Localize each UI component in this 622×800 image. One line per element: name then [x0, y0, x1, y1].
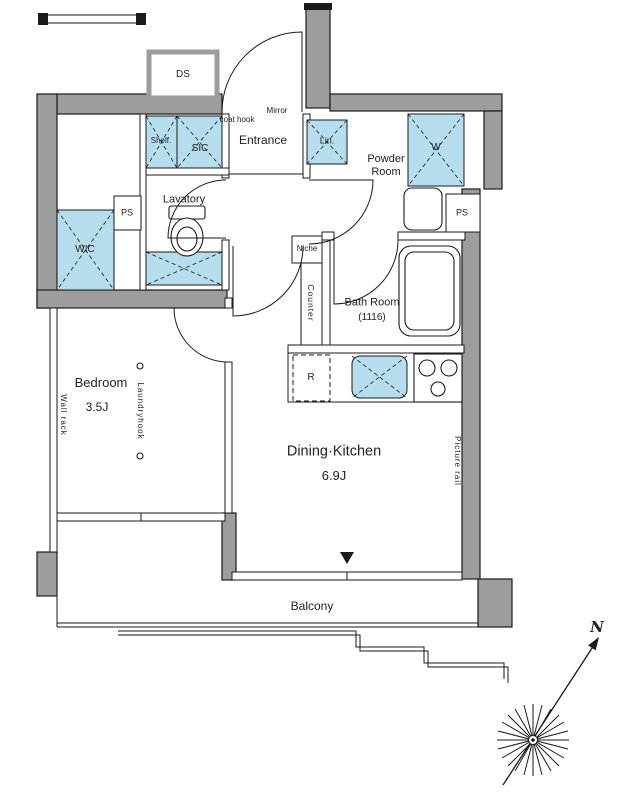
- door-arcs: [167, 31, 399, 363]
- label-coat-hook: coat hook: [219, 115, 255, 125]
- entry-arrow-icon: [340, 552, 354, 564]
- site-boundary-top: [38, 13, 146, 25]
- label-compass-north: N: [590, 618, 604, 636]
- label-ps-lower: PS: [120, 207, 134, 218]
- label-ds: DS: [176, 69, 190, 80]
- bedroom-door-arc: [173, 307, 229, 363]
- north-arrowhead-icon: [588, 637, 599, 651]
- kitchen-counter-outline: [287, 353, 462, 403]
- compass-rose-icon: [497, 641, 597, 786]
- label-bedroom-size: 3.5J: [85, 399, 109, 414]
- label-dining-kitchen-size: 6.9J: [321, 468, 347, 484]
- label-niche: Niche: [296, 244, 318, 254]
- entrance-door-arc: [221, 31, 303, 113]
- hall-door-arc: [232, 245, 304, 317]
- washer-pan-icon: [403, 187, 443, 231]
- lavatory-door-arc: [167, 179, 227, 239]
- label-wic: WIC: [75, 244, 95, 255]
- label-sic: SIC: [191, 143, 209, 154]
- site-boundary-steps: [118, 630, 509, 683]
- label-dining-kitchen: Dining·Kitchen: [286, 443, 382, 460]
- stove-icon: [413, 353, 463, 403]
- label-entrance: Entrance: [238, 132, 288, 147]
- laundry-hook-icons: [136, 362, 144, 460]
- label-picture-rail: Picture rail: [452, 436, 462, 486]
- balcony-outline: [56, 513, 478, 628]
- label-bedroom: Bedroom: [74, 375, 128, 391]
- refrigerator-box: [292, 354, 331, 402]
- outer-walls: [36, 7, 513, 628]
- label-refrigerator: R: [307, 372, 315, 383]
- label-wall-rack: Wall rack: [58, 394, 68, 436]
- bathtub-icon: [398, 245, 461, 337]
- label-washer: W: [431, 142, 441, 153]
- ds-box: [146, 49, 220, 101]
- label-laundry-hook: Laundryhook: [135, 382, 145, 440]
- label-shelf: Shelf.: [150, 136, 172, 146]
- label-mirror: Mirror: [266, 106, 288, 116]
- label-bath-room: Bath Room: [344, 296, 400, 309]
- label-powder-room: Powder Room: [367, 152, 405, 178]
- label-balcony: Balcony: [290, 598, 334, 613]
- hatch-lines: [56, 113, 465, 399]
- label-counter: Counter: [306, 284, 317, 322]
- label-bath-room-size: (1116): [358, 312, 386, 323]
- bath-door-arc: [333, 239, 399, 305]
- wall-cap: [304, 3, 332, 10]
- label-ps-upper: PS: [455, 207, 469, 218]
- label-linen: Lin.: [319, 135, 335, 146]
- toilet-icon: [168, 205, 206, 257]
- vanity-box: [145, 251, 223, 286]
- powder-room-door-arc: [308, 179, 374, 245]
- label-lavatory: Lavatory: [162, 193, 206, 206]
